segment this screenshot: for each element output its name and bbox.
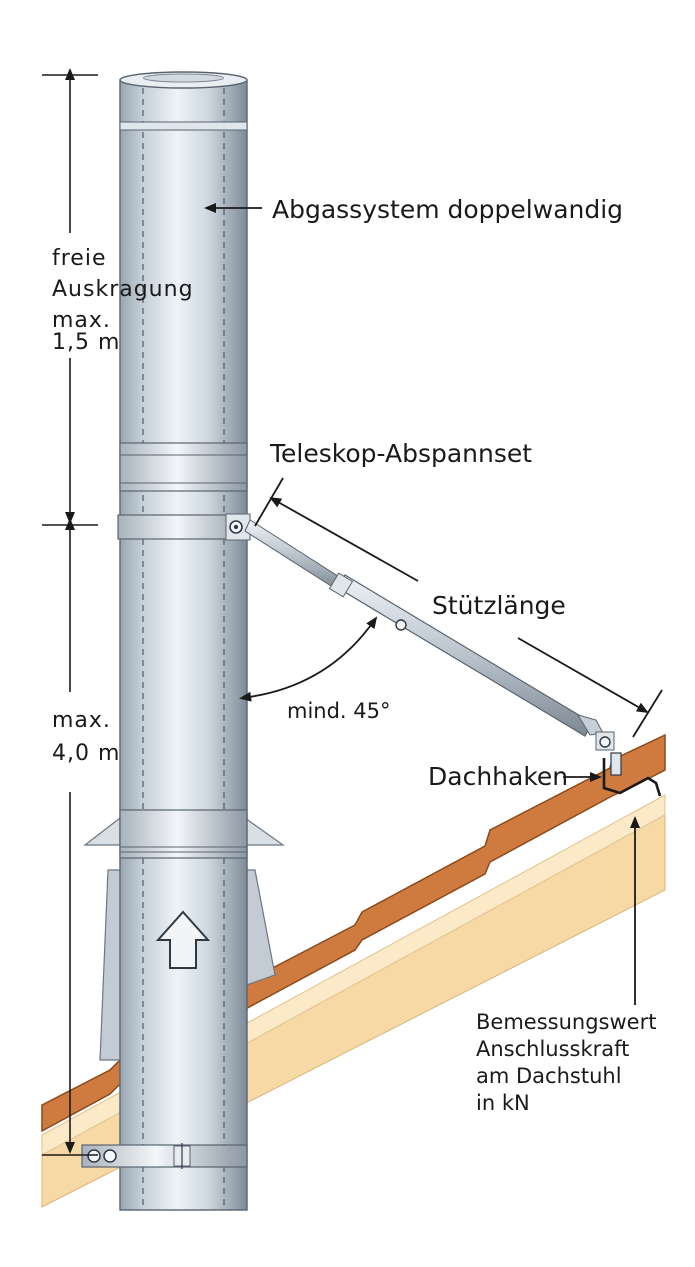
label-min-angle: mind. 45°: [287, 699, 391, 723]
dimension-lines: [42, 68, 98, 1156]
rated-value-line-3: am Dachstuhl: [476, 1064, 622, 1088]
label-free-projection: freie Auskragung max. 1,5 m: [52, 246, 194, 355]
rated-value-line-2: Anschlusskraft: [476, 1037, 629, 1061]
exhaust-pipe: [119, 71, 248, 1211]
free-projection-line-3: max.: [52, 308, 111, 333]
label-support-length: Stützlänge: [432, 591, 566, 620]
label-max-height: max. 4,0 m: [52, 708, 120, 766]
telescopic-support: [244, 519, 615, 751]
flow-arrow-icon: [155, 910, 211, 969]
free-projection-line-1: freie: [52, 246, 107, 271]
label-telescopic-set: Teleskop-Abspannset: [269, 439, 532, 468]
free-projection-line-4: 1,5 m: [52, 330, 120, 355]
angle-arc: [239, 616, 378, 702]
roof-hook: [602, 752, 662, 797]
max-height-line-1: max.: [52, 708, 111, 733]
label-exhaust-system: Abgassystem doppelwandig: [272, 195, 623, 224]
rated-value-line-1: Bemessungswert: [476, 1010, 656, 1034]
rated-value-line-4: in kN: [476, 1091, 530, 1115]
support-length-dimension: [254, 477, 663, 738]
upper-clamp: [117, 513, 251, 541]
lower-clamp: [81, 1143, 248, 1169]
label-rated-value: Bemessungswert Anschlusskraft am Dachstu…: [476, 1010, 656, 1115]
free-projection-line-2: Auskragung: [52, 277, 194, 302]
max-height-line-2: 4,0 m: [52, 741, 120, 766]
label-roof-hook: Dachhaken: [428, 762, 568, 791]
